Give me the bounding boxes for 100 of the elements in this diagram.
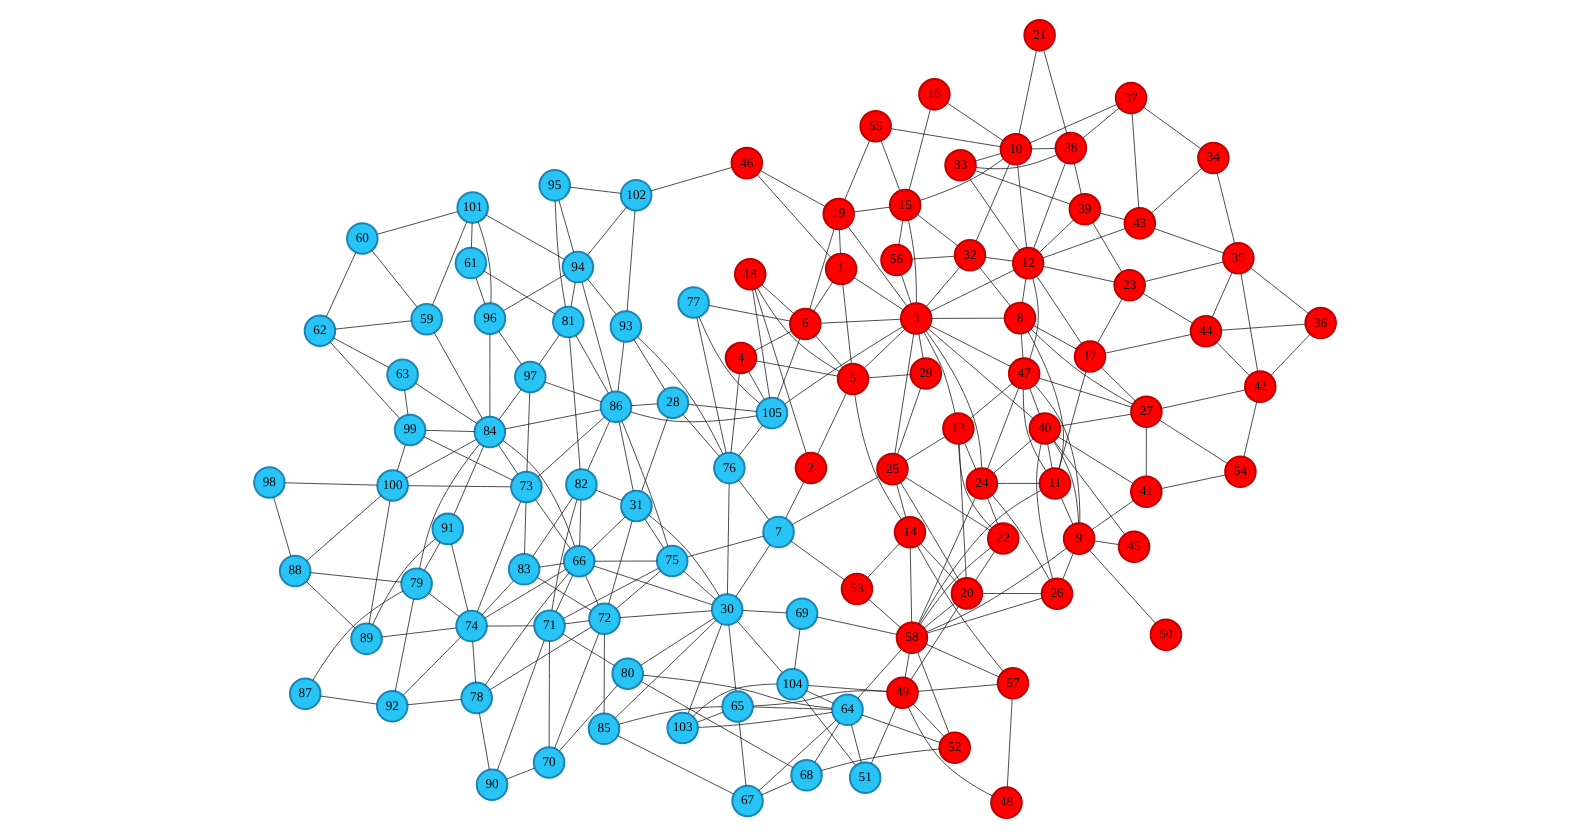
connector — [790, 476, 879, 525]
connector — [1159, 474, 1225, 489]
connector — [734, 544, 770, 598]
connector — [309, 572, 401, 583]
connector — [482, 270, 555, 315]
connector — [1059, 497, 1073, 525]
connector — [375, 211, 458, 235]
connector — [406, 485, 511, 488]
connector — [1150, 167, 1202, 214]
connector — [896, 387, 921, 455]
connector — [1026, 331, 1063, 469]
connector — [696, 711, 832, 728]
connector — [867, 598, 900, 628]
connector — [915, 214, 958, 247]
connector — [1143, 261, 1223, 282]
connector — [649, 167, 732, 192]
connector — [1092, 540, 1119, 545]
connector — [812, 281, 833, 312]
connector — [580, 281, 612, 393]
connector — [641, 674, 832, 709]
connector — [819, 748, 939, 772]
connector — [470, 222, 472, 248]
connector — [889, 128, 1000, 148]
connector — [305, 495, 381, 562]
connector — [536, 416, 604, 477]
connector — [523, 502, 526, 555]
connector — [922, 331, 955, 414]
connector — [1215, 172, 1234, 244]
connector — [843, 139, 870, 201]
connector — [973, 551, 994, 582]
connector — [815, 616, 897, 635]
connector — [329, 341, 400, 419]
connector — [813, 722, 839, 763]
connector — [922, 602, 955, 629]
connector — [639, 617, 714, 666]
connector — [569, 281, 575, 308]
connector — [754, 360, 838, 377]
connector — [776, 337, 800, 399]
connector — [424, 429, 474, 432]
connector — [1057, 371, 1086, 469]
connector — [1032, 162, 1065, 249]
connector — [737, 424, 762, 457]
connector — [319, 695, 377, 705]
connector — [682, 570, 715, 600]
connector — [747, 370, 764, 400]
connector — [1028, 387, 1039, 415]
connector — [371, 538, 435, 626]
connector — [1052, 440, 1125, 535]
connector — [996, 483, 1039, 484]
connector — [819, 318, 901, 324]
connector — [636, 336, 723, 455]
connector — [422, 436, 512, 481]
connector — [561, 633, 614, 667]
connector — [909, 605, 958, 681]
connector — [908, 547, 912, 623]
connector — [753, 330, 792, 352]
connector — [404, 438, 476, 479]
connector — [1269, 333, 1310, 376]
connector — [992, 438, 1033, 474]
connector — [629, 403, 658, 407]
connector — [879, 140, 900, 191]
connector — [418, 443, 480, 570]
connector — [547, 641, 549, 748]
connector — [450, 543, 468, 612]
connector — [897, 219, 903, 246]
connector — [614, 570, 660, 610]
connector — [806, 685, 887, 692]
connector — [1249, 267, 1308, 314]
connector — [1088, 549, 1156, 624]
connector — [483, 568, 566, 619]
connector — [911, 703, 944, 737]
connector — [924, 547, 1067, 633]
connector — [432, 332, 482, 419]
connector — [760, 781, 792, 796]
connector — [1090, 500, 1134, 531]
connector — [304, 581, 355, 629]
connector — [427, 592, 459, 618]
connector — [537, 334, 559, 365]
connector — [639, 681, 793, 769]
connector — [1033, 384, 1080, 524]
connector — [924, 643, 999, 678]
connector — [986, 497, 998, 525]
connector — [759, 170, 825, 207]
connector — [607, 520, 632, 605]
connector — [800, 696, 856, 766]
connector — [616, 735, 734, 795]
connector — [1215, 341, 1249, 377]
connector — [578, 499, 581, 547]
connector — [1032, 325, 1076, 350]
connector — [553, 200, 565, 308]
connector — [406, 699, 461, 706]
connector — [751, 289, 770, 399]
connector — [475, 501, 521, 613]
connector — [924, 266, 960, 307]
connector — [907, 109, 930, 191]
connector — [846, 226, 907, 307]
connector — [930, 317, 1005, 319]
connector — [1099, 367, 1135, 402]
connector — [584, 574, 598, 605]
connector — [957, 443, 966, 579]
